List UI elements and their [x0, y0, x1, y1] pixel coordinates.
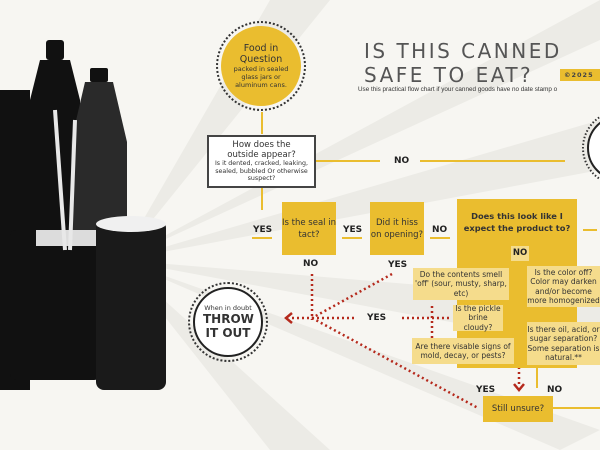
copyright-badge: ©2025 — [560, 69, 600, 81]
red-arrow-throw — [284, 312, 293, 324]
hiss-node: Did it hiss on opening? — [370, 202, 424, 255]
check-pickle: Is the pickle brine cloudy? — [453, 304, 503, 332]
outside-node: How does the outside appear? Is it dente… — [207, 135, 316, 188]
start-node: Food in Question packed in sealed glass … — [221, 26, 301, 106]
throw-small: When in doubt — [204, 304, 252, 312]
outside-heading: How does the outside appear? — [227, 140, 296, 161]
label-yes-seal: YES — [343, 225, 363, 235]
check-oil: Is there oil, acid, or sugar separation?… — [527, 322, 600, 365]
red-arrow-unsure — [513, 383, 525, 392]
label-no-seal: NO — [303, 259, 319, 269]
label-yes-outside: YES — [253, 225, 273, 235]
check-color: Is the color off? Color may darken and/o… — [527, 266, 600, 307]
safe-circle-ring — [582, 115, 600, 181]
jars-bottles-illustration — [0, 40, 166, 390]
throw-circle-ring — [188, 282, 268, 362]
throw-big: THROW IT OUT — [203, 312, 254, 340]
yellow-connectors — [252, 112, 600, 409]
seal-node: Is the seal in tact? — [282, 202, 336, 255]
title-line2: SAFE TO EAT? — [364, 63, 534, 87]
unsure-node: Still unsure? — [483, 396, 553, 422]
throw-node: When in doubt THROW IT OUT — [193, 287, 263, 357]
label-no-outside: NO — [394, 156, 410, 166]
outside-body: Is it dented, cracked, leaking, sealed, … — [214, 160, 309, 183]
check-smell: Do the contents smell 'off' (sour, musty… — [413, 268, 509, 300]
label-yes-checks: YES — [367, 313, 387, 323]
start-heading: Food in Question — [239, 43, 283, 65]
subtitle: Use this practical flow chart if your ca… — [358, 86, 558, 93]
label-yes-hiss: YES — [388, 260, 408, 270]
expect-heading: Does this look like I expect the product… — [463, 211, 571, 233]
expect-no-label: NO — [511, 246, 529, 261]
start-body: packed in sealed glass jars or aluminum … — [233, 65, 289, 89]
safe-circle — [587, 121, 600, 175]
check-mold: Are there visable signs of mold, decay, … — [412, 338, 514, 364]
start-circle-ring — [216, 21, 306, 111]
label-yes-unsure: YES — [476, 385, 496, 395]
label-no-unsure: NO — [547, 385, 563, 395]
title-line1: IS THIS CANNED — [364, 39, 562, 63]
label-no-hiss: NO — [432, 225, 448, 235]
